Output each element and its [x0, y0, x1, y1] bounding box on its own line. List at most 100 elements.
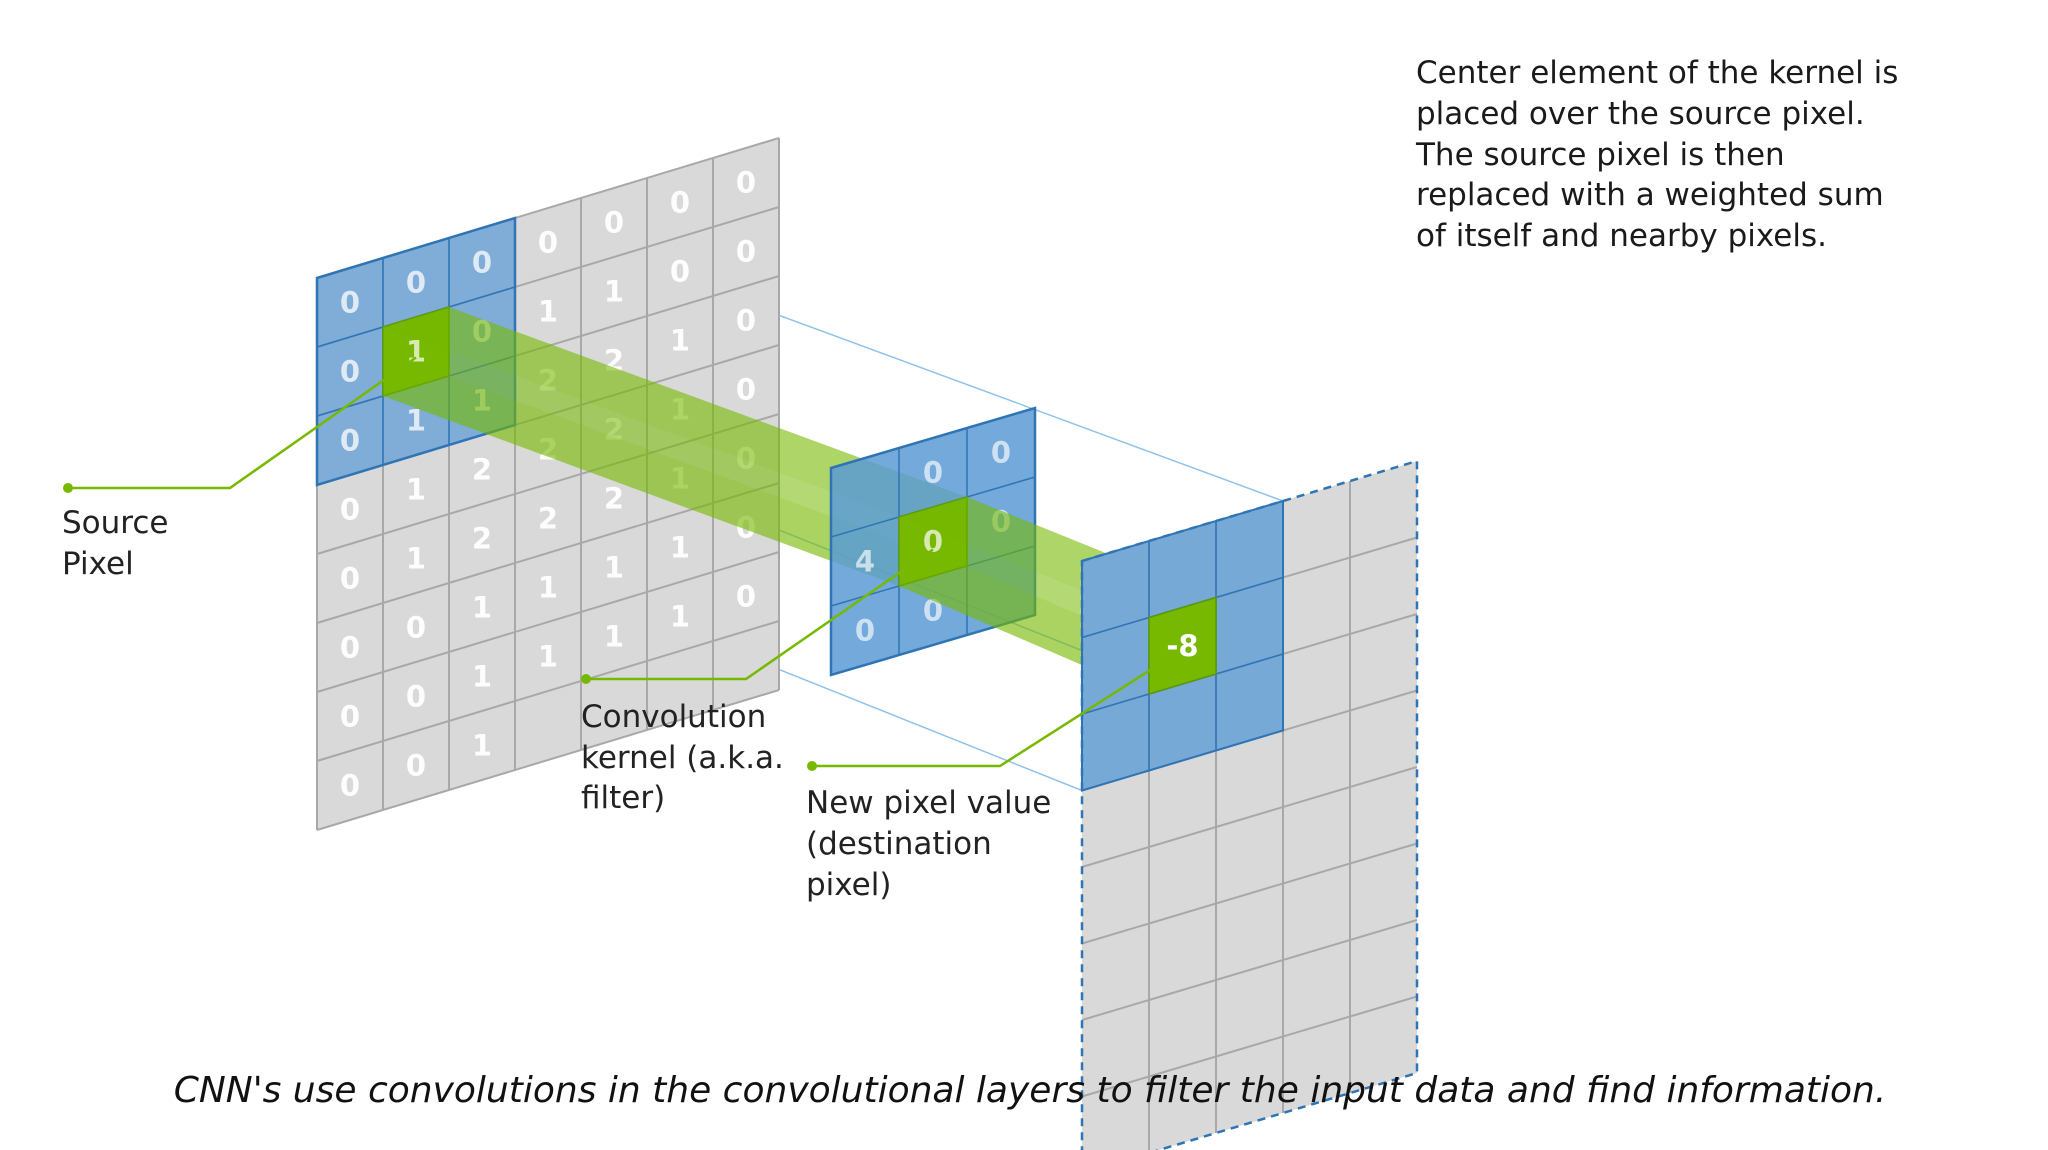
input-grid-line	[316, 620, 780, 762]
input-cell-value: 1	[538, 295, 558, 329]
input-cell-value: 0	[736, 373, 756, 407]
source-pixel-cell	[382, 305, 450, 398]
input-cell-value: 1	[670, 324, 690, 358]
input-cell-value: 0	[736, 166, 756, 200]
input-cell-value: 1	[604, 275, 624, 309]
kernel-label-line-1: Convolution	[581, 699, 766, 735]
input-cell-value: 1	[538, 571, 558, 605]
input-cell-value: 1	[472, 384, 492, 418]
source-pixel-leader-line	[68, 356, 417, 490]
input-cell-value: 0	[604, 206, 624, 240]
output-grid-line	[1081, 766, 1418, 868]
new-pixel-leader-line	[812, 654, 1174, 768]
source-pixel-label-line-2: Pixel	[62, 546, 134, 582]
input-cell-value: 1	[670, 600, 690, 634]
input-cell-value: 0	[340, 286, 360, 320]
input-cell-value: 0	[736, 511, 756, 545]
input-cell-value: 0	[340, 562, 360, 596]
kernel-cell-value: 4	[855, 545, 875, 579]
kernel-leader-line	[586, 548, 934, 681]
input-cell-value: 1	[406, 473, 426, 507]
input-cell-value: 1	[406, 542, 426, 576]
destination-pixel-cell	[1148, 596, 1217, 696]
kernel-cell-value: 0	[991, 436, 1011, 470]
input-cell-value: 0	[406, 611, 426, 645]
input-image-grid: 0 0 0 0 0 0 0 0 0 1 1 0 0 0 1 1 2 2 1 0 0 1 2 2 2 1 0 0 1 2 2 2 1 0 0 0 1 1 1 1…	[315, 137, 780, 831]
source-pixel-leader-dot	[63, 483, 73, 493]
kernel-cell-value: 0	[991, 505, 1011, 539]
input-cell-value: 2	[538, 502, 558, 536]
source-pixel-label-line-1: Source	[62, 505, 168, 541]
input-cell-value: 0	[406, 749, 426, 783]
convolution-kernel-grid: 0 0 4 0 0 0 0	[829, 406, 1037, 677]
label-leader-lines	[63, 356, 1174, 771]
new-pixel-label-line-1: New pixel value	[806, 785, 1051, 821]
annotation-line-1: Center element of the kernel is	[1416, 55, 1898, 91]
input-cell-value: 0	[340, 769, 360, 803]
input-grid-line	[316, 551, 780, 693]
input-cell-value: 1	[670, 393, 690, 427]
input-cell-value: 0	[406, 680, 426, 714]
input-cell-value: 2	[604, 482, 624, 516]
input-cell-value: 1	[472, 729, 492, 763]
output-image-grid: -8	[1080, 459, 1419, 1150]
beam-source-bottom	[383, 376, 967, 586]
input-cell-value: 2	[538, 433, 558, 467]
input-cell-value: 1	[406, 404, 426, 438]
input-cell-value: 0	[406, 266, 426, 300]
new-pixel-label-line-3: pixel)	[806, 867, 891, 903]
input-cell-value: 1	[538, 640, 558, 674]
input-cell-value: 0	[736, 304, 756, 338]
kernel-cell-value: 0	[855, 614, 875, 648]
kernel-cell-value: 0	[923, 594, 943, 628]
input-cell-value: 1	[472, 591, 492, 625]
input-cell-value: 0	[670, 186, 690, 220]
new-pixel-label-line-2: (destination	[806, 826, 992, 862]
input-cell-value: 2	[538, 364, 558, 398]
input-cell-value: 1	[472, 660, 492, 694]
input-grid-line	[316, 689, 780, 831]
output-grid-line	[1081, 842, 1418, 945]
kernel-center-value: 0	[923, 525, 943, 559]
input-cell-value: 0	[340, 355, 360, 389]
output-grid-line	[1081, 995, 1418, 1098]
annotation-line-4: replaced with a weighted sum	[1416, 177, 1884, 213]
input-cell-value: 2	[472, 522, 492, 556]
figure-caption: CNN's use convolutions in the convolutio…	[174, 1070, 1887, 1111]
input-grid-line	[316, 413, 780, 555]
kernel-label-line-3: filter)	[581, 780, 665, 816]
annotation-line-3: The source pixel is then	[1415, 137, 1785, 173]
input-cell-value: 1	[604, 620, 624, 654]
input-cell-value: 0	[340, 631, 360, 665]
input-cell-value: 1	[670, 531, 690, 565]
input-grid-line	[316, 482, 780, 624]
input-cell-value: 0	[670, 255, 690, 289]
input-cell-value: 0	[472, 246, 492, 280]
beam-source-top	[383, 307, 967, 517]
input-cell-value: 2	[604, 413, 624, 447]
kernel-label-line-2: kernel (a.k.a.	[581, 740, 784, 776]
annotation-line-2: placed over the source pixel.	[1416, 96, 1865, 132]
output-grid-line	[1081, 919, 1418, 1021]
input-cell-value: 0	[538, 226, 558, 260]
kernel-cell-value: 0	[923, 456, 943, 490]
input-cell-value: 0	[736, 235, 756, 269]
new-pixel-leader-dot	[807, 761, 817, 771]
kernel-center-cell	[898, 495, 968, 588]
input-cell-value: 0	[736, 580, 756, 614]
input-cell-value: 0	[340, 424, 360, 458]
input-cell-value: 0	[340, 700, 360, 734]
input-cell-value: 1	[670, 462, 690, 496]
input-cell-value: 0	[472, 315, 492, 349]
input-cell-value: 1	[604, 551, 624, 585]
annotation-line-5: of itself and nearby pixels.	[1416, 218, 1827, 254]
beam-source-left	[383, 327, 899, 586]
input-cell-value: 2	[604, 344, 624, 378]
output-grid-border	[1080, 459, 1419, 1150]
kernel-leader-dot	[581, 674, 591, 684]
input-cell-value: 0	[340, 493, 360, 527]
input-cell-value: 2	[472, 453, 492, 487]
input-cell-value: 0	[736, 442, 756, 476]
